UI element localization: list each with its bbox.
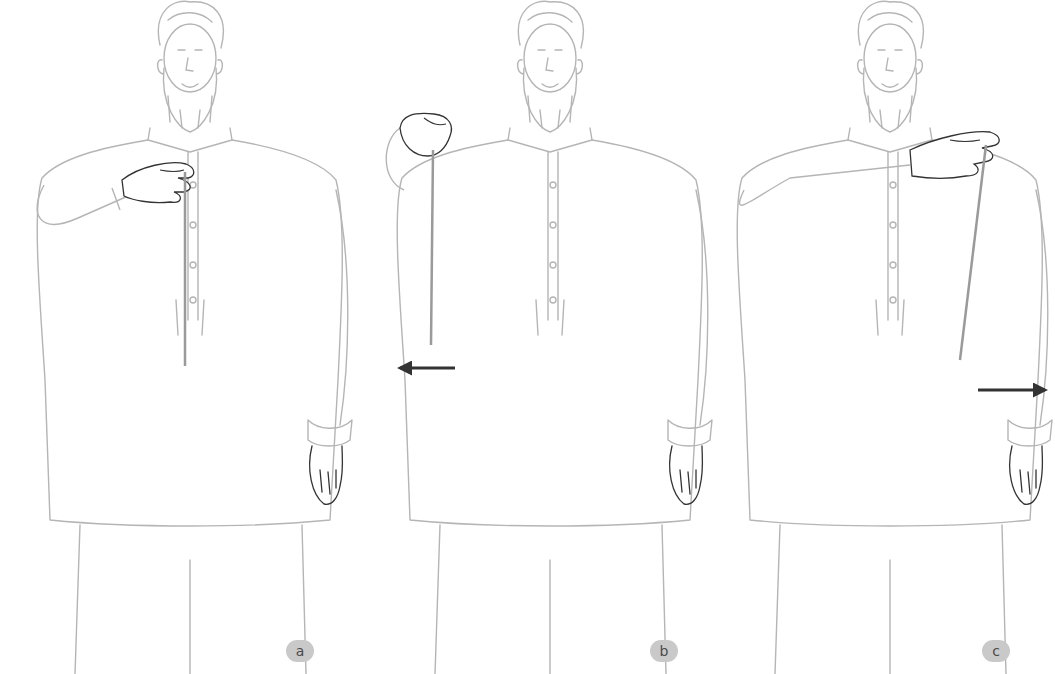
figure-letter: a	[286, 640, 314, 662]
figure-letter: b	[650, 640, 678, 662]
figure-letter: c	[982, 640, 1010, 662]
